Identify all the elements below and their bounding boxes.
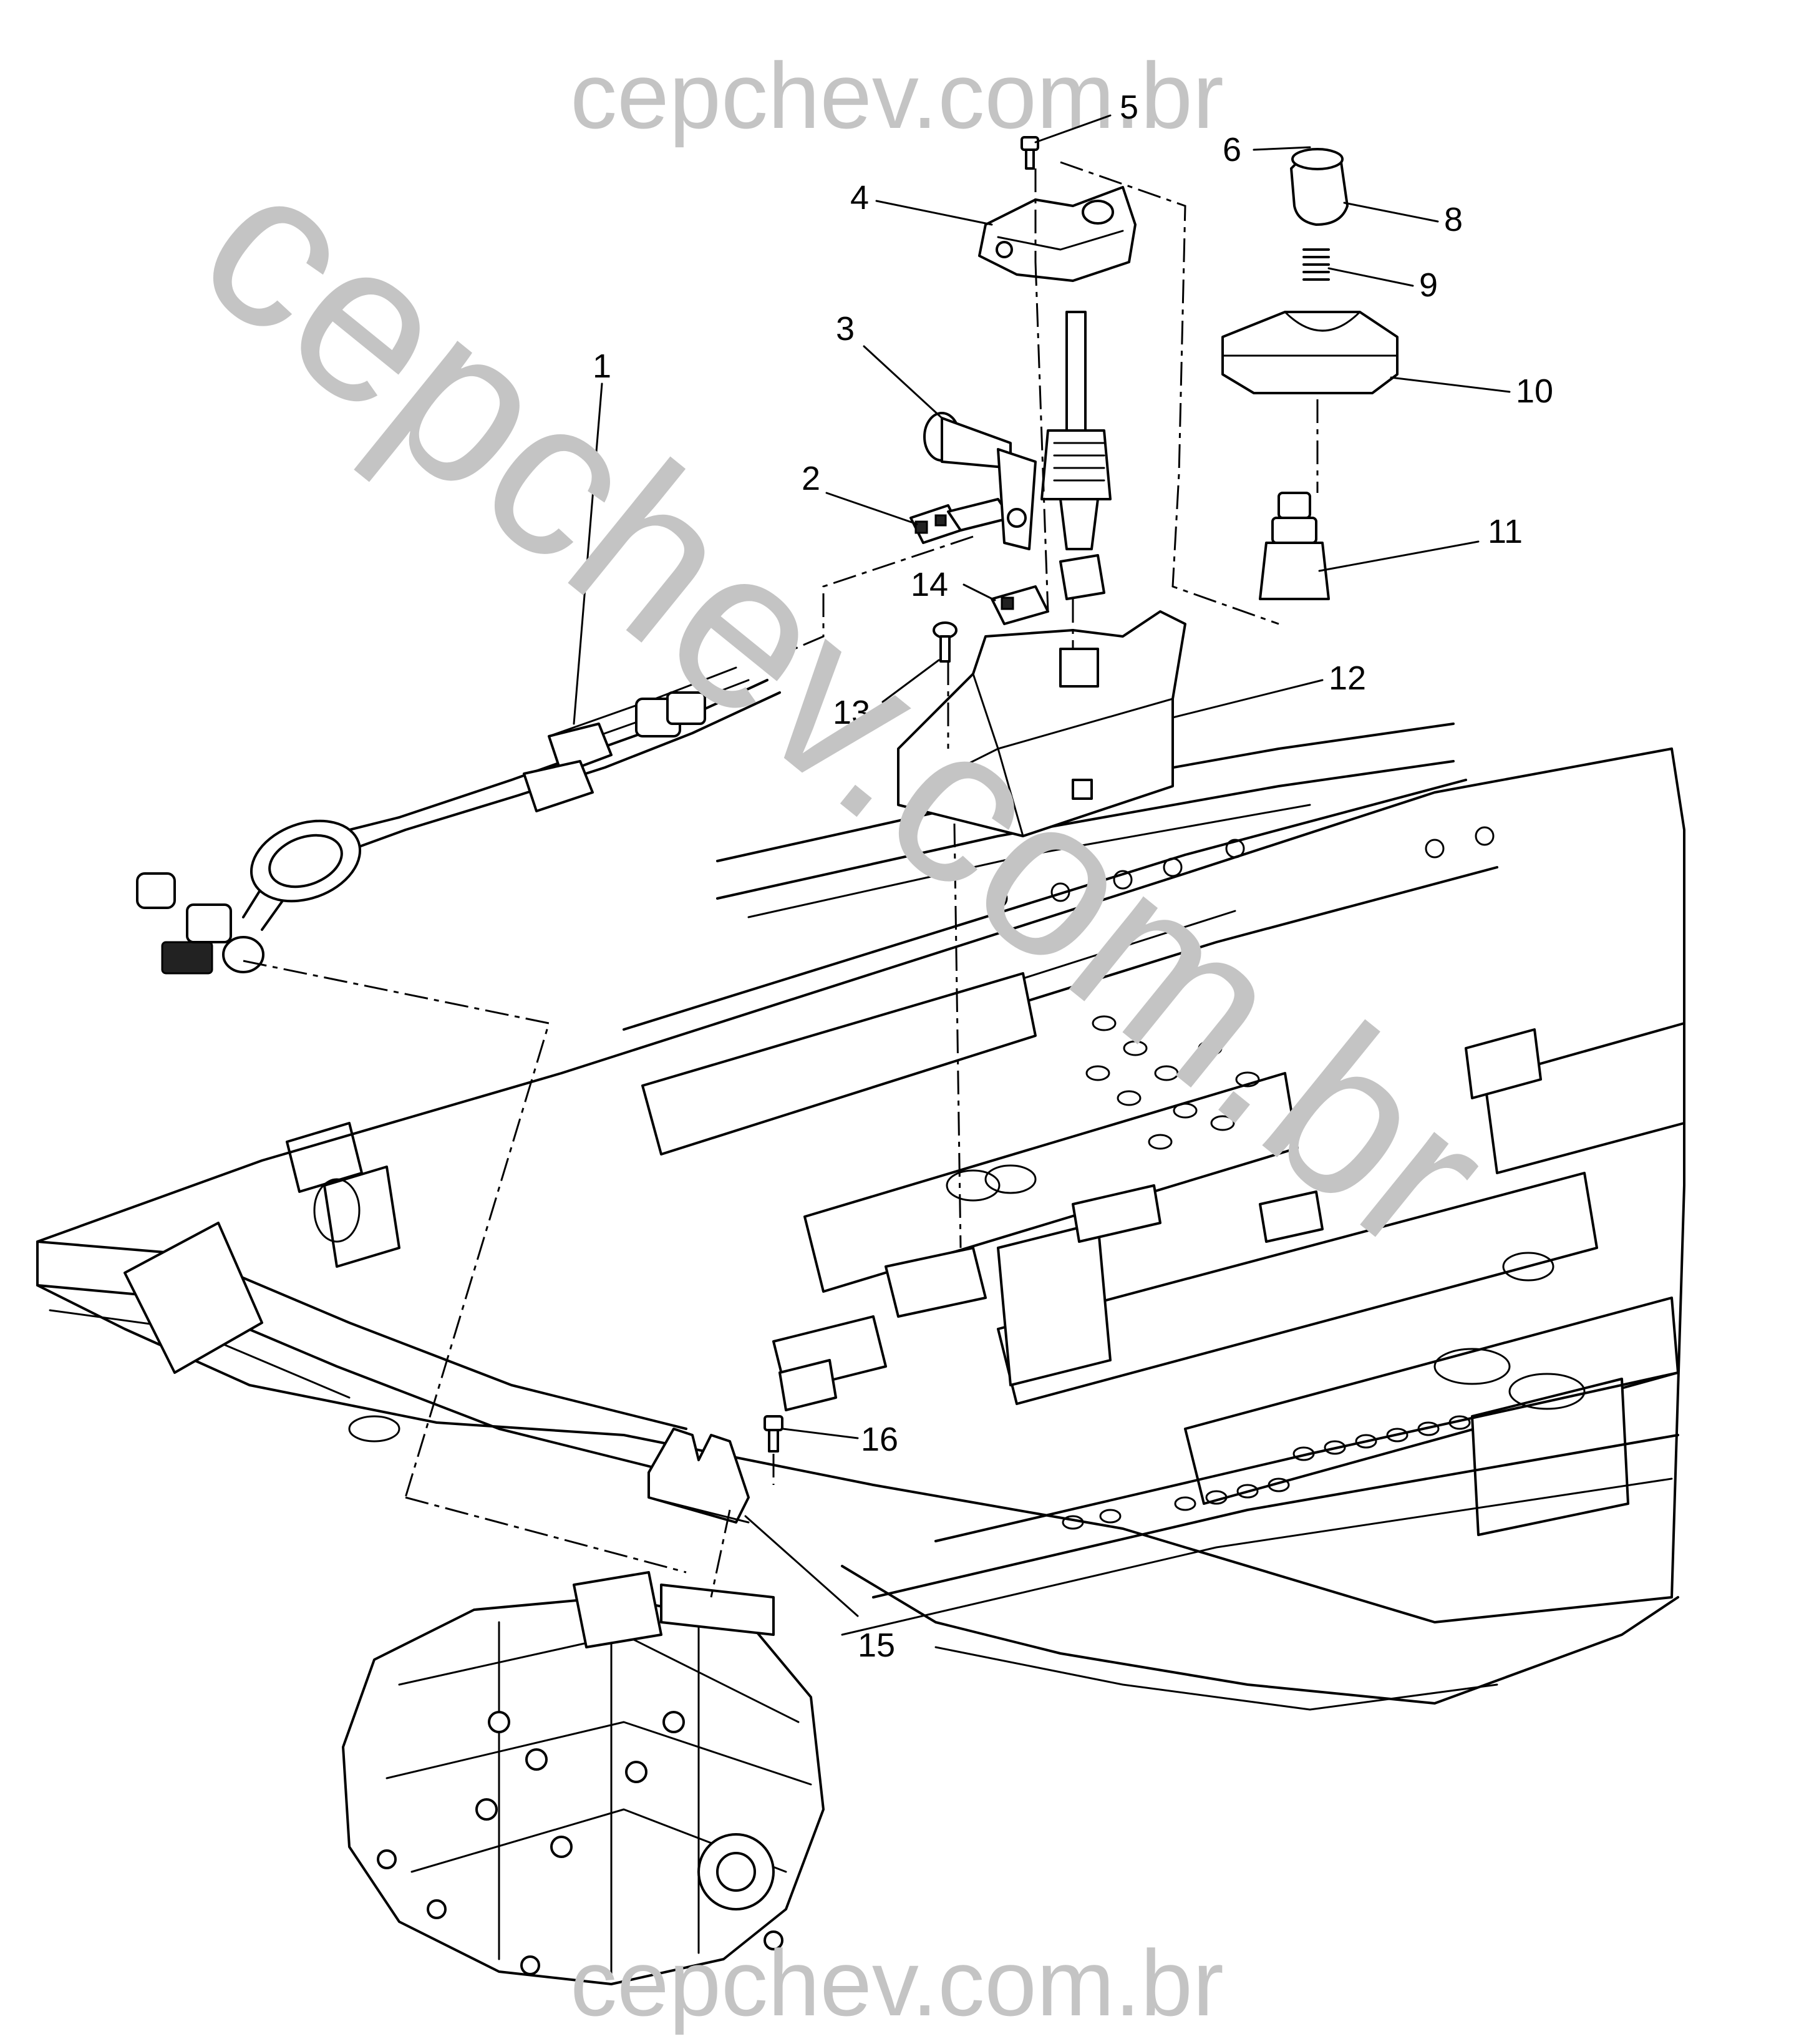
part-shift-lever-3 <box>923 311 1112 550</box>
callout-14: 14 <box>911 566 948 603</box>
callout-labels: 1 2 3 4 5 6 8 9 10 11 12 13 14 15 16 <box>593 89 1553 1664</box>
floor-holes <box>313 826 1586 1530</box>
assembly-guide-lines <box>243 161 1319 1598</box>
callout-11: 11 <box>1488 513 1523 550</box>
floor-pan-structure <box>36 723 1685 1711</box>
part-bolt-5 <box>1021 136 1039 170</box>
part-cable-bracket-15 <box>647 1428 750 1524</box>
part-housing-cover-4 <box>978 186 1137 282</box>
callout-16: 16 <box>861 1421 898 1458</box>
callout-10: 10 <box>1516 372 1553 410</box>
callout-15: 15 <box>858 1627 895 1664</box>
callout-6: 6 <box>1223 131 1241 168</box>
part-shift-knob-8 <box>1290 148 1349 226</box>
leader-lines <box>573 114 1511 1617</box>
callout-5: 5 <box>1120 89 1138 126</box>
part-bolt-16 <box>764 1415 783 1453</box>
watermark-bottom: cepchev.com.br <box>570 1930 1224 2035</box>
part-shift-boot-10 <box>1221 311 1399 394</box>
part-screw-13 <box>933 621 958 663</box>
callout-1: 1 <box>593 348 611 385</box>
callout-9: 9 <box>1419 266 1438 304</box>
callout-13: 13 <box>833 694 870 731</box>
callout-2: 2 <box>802 460 820 497</box>
callout-3: 3 <box>836 310 855 348</box>
callout-4: 4 <box>850 179 869 217</box>
part-spring-9 <box>1302 248 1330 281</box>
watermark-diagonal: cepchev.com.br <box>156 117 1533 1300</box>
part-clip-14 <box>991 554 1105 625</box>
shift-cable-assembly <box>136 666 781 975</box>
callout-12: 12 <box>1329 659 1366 697</box>
part-boot-retainer-11 <box>1259 492 1330 600</box>
part-shifter-base-12 <box>897 610 1186 837</box>
watermark-top: cepchev.com.br <box>570 43 1224 148</box>
transmission-assembly <box>342 1571 825 1985</box>
callout-8: 8 <box>1444 201 1463 238</box>
part-clip-2 <box>909 498 1012 544</box>
